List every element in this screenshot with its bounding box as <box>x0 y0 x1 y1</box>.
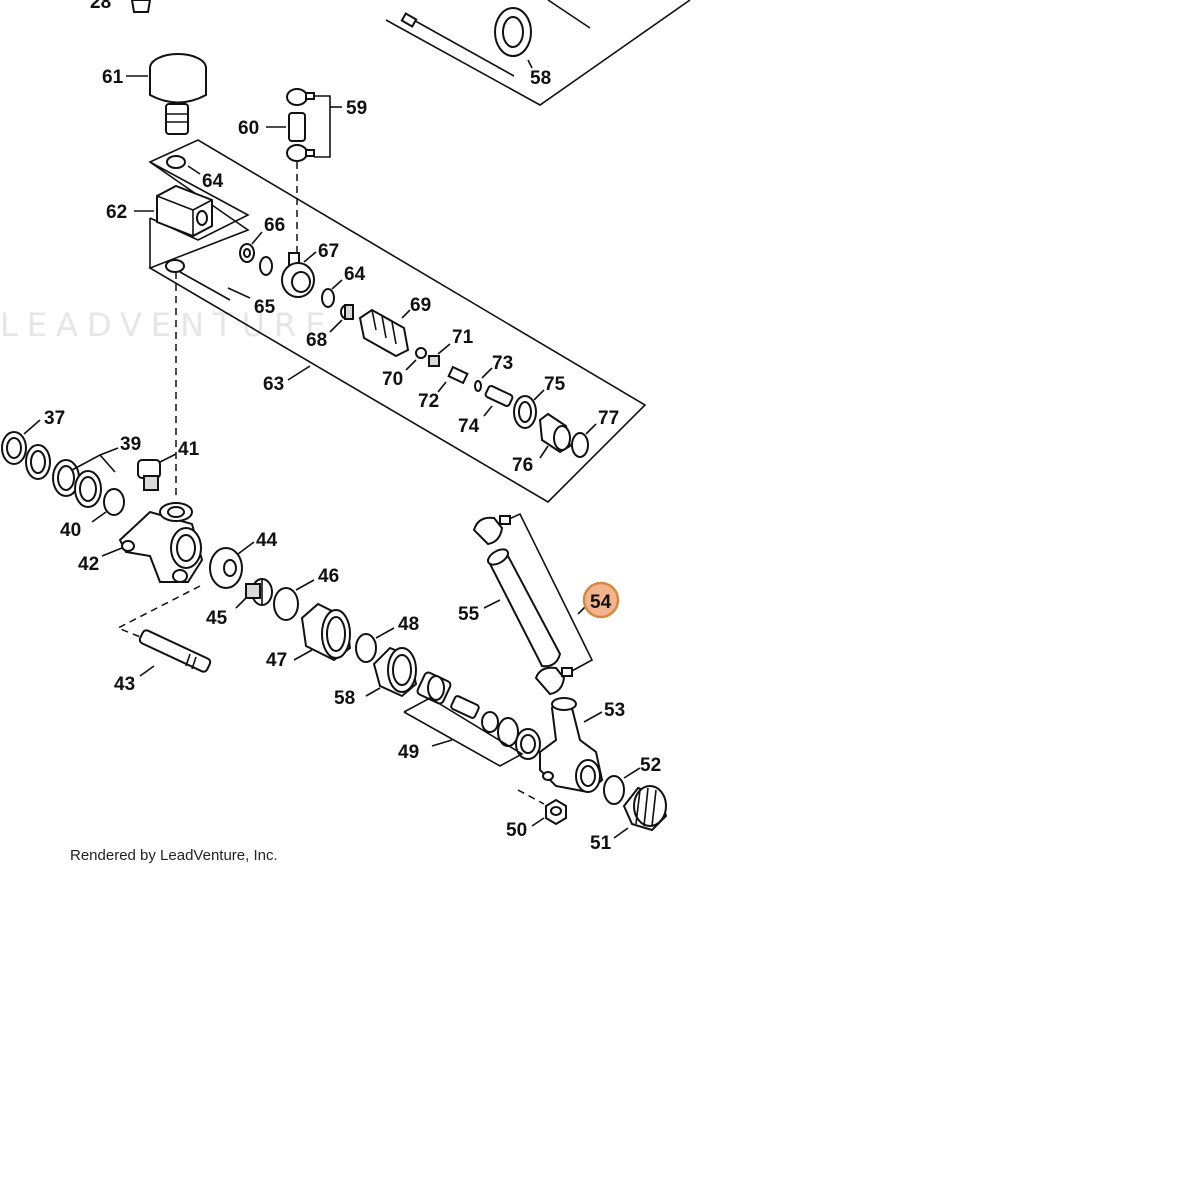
callout-43: 43 <box>114 674 135 695</box>
callout-28: 28 <box>90 0 111 13</box>
oring-40 <box>103 488 125 516</box>
callout-66: 66 <box>264 215 285 236</box>
callout-40: 40 <box>60 520 81 541</box>
tube-55 <box>486 548 562 668</box>
callout-64-mid: 64 <box>344 264 366 285</box>
ball-70 <box>415 347 427 359</box>
callout-46: 46 <box>318 566 339 587</box>
callout-54-highlight[interactable] <box>582 581 620 619</box>
part-59-fittings <box>286 88 315 162</box>
callout-63: 63 <box>263 374 284 395</box>
part-69-valve <box>358 308 410 358</box>
part-71-seat <box>428 355 440 367</box>
seal-58-lower <box>372 646 418 698</box>
callout-59: 59 <box>346 98 367 119</box>
part-67-banjo <box>281 252 315 298</box>
part-62-block <box>156 184 213 238</box>
part-41-plug <box>137 459 161 491</box>
callout-64-top: 64 <box>202 171 224 192</box>
kit-box-63-outline <box>148 139 647 504</box>
callout-68: 68 <box>306 330 327 351</box>
sleeve-47 <box>300 602 352 662</box>
callout-65: 65 <box>254 297 276 318</box>
callout-54[interactable]: 54 <box>590 592 612 613</box>
callout-62: 62 <box>106 202 127 223</box>
callout-67: 67 <box>318 241 339 262</box>
callout-44: 44 <box>256 530 278 551</box>
callout-39: 39 <box>120 434 141 455</box>
callout-42: 42 <box>78 554 99 575</box>
oring-64-top <box>166 155 186 169</box>
callout-53: 53 <box>604 700 625 721</box>
kit-box-58-outline <box>385 0 691 106</box>
callout-47: 47 <box>266 650 287 671</box>
hose-fitting-54-top <box>472 515 511 546</box>
callout-61: 61 <box>102 67 124 88</box>
callout-49: 49 <box>398 742 419 763</box>
callout-55: 55 <box>458 604 480 625</box>
callout-58-lower: 58 <box>334 688 355 709</box>
cap-51 <box>622 785 668 832</box>
callout-73: 73 <box>492 353 513 374</box>
callout-72: 72 <box>418 391 439 412</box>
part-61-cap <box>149 53 207 135</box>
watermark: LEADVENTURE <box>0 306 334 344</box>
oring-52 <box>603 775 625 805</box>
callout-41: 41 <box>178 439 200 460</box>
part-42-manifold <box>118 502 204 583</box>
screw-45 <box>245 578 273 606</box>
shaft-43 <box>138 629 212 673</box>
oring-65 <box>165 259 185 273</box>
callout-50: 50 <box>506 820 527 841</box>
callout-70: 70 <box>382 369 403 390</box>
callout-37: 37 <box>44 408 65 429</box>
callout-52: 52 <box>640 755 661 776</box>
callout-51: 51 <box>590 833 612 854</box>
callout-45: 45 <box>206 608 228 629</box>
oring-73 <box>474 380 482 392</box>
callout-71: 71 <box>452 327 474 348</box>
elbow-53 <box>539 697 604 794</box>
oring-46 <box>273 587 299 621</box>
nut-50 <box>545 798 567 826</box>
oring-77 <box>571 432 589 458</box>
callout-74: 74 <box>458 416 480 437</box>
callout-69: 69 <box>410 295 431 316</box>
oring-64-mid <box>321 288 335 308</box>
callout-75: 75 <box>544 374 566 395</box>
callout-77: 77 <box>598 408 619 429</box>
kit-box-54-outline <box>506 512 594 673</box>
callout-60: 60 <box>238 118 259 139</box>
callout-58-top: 58 <box>530 68 551 89</box>
spring-72 <box>447 365 469 385</box>
part-76-plug <box>538 412 572 454</box>
callout-76: 76 <box>512 455 533 476</box>
part-74-pin <box>484 385 514 407</box>
callout-48: 48 <box>398 614 419 635</box>
hose-fitting-54-bottom <box>534 666 573 696</box>
oring-48 <box>355 633 377 663</box>
credit-text: Rendered by LeadVenture, Inc. <box>70 847 278 864</box>
